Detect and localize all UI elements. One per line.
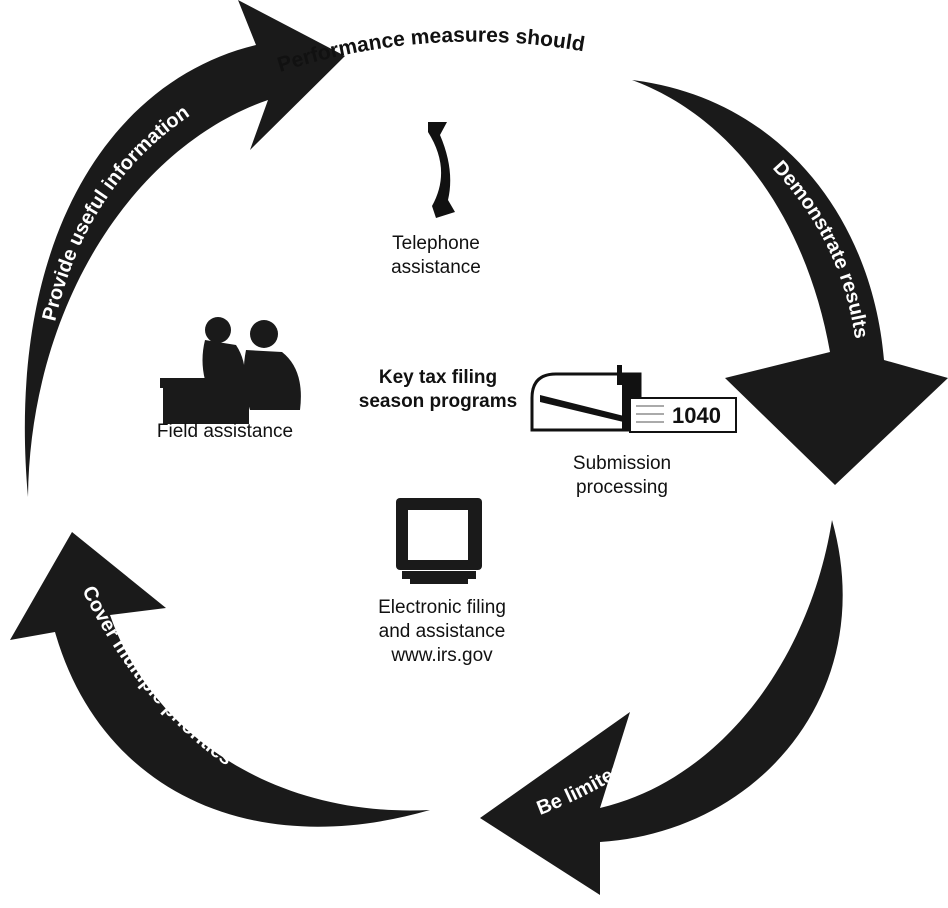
field-assistance-people-icon (160, 317, 301, 424)
arrow-demonstrate-results (632, 80, 948, 485)
label-submission-processing: Submission processing (572, 453, 672, 498)
telephone-icon (428, 122, 455, 218)
form-number: 1040 (672, 403, 721, 428)
label-electronic-filing: Electronic filing and assistance www.irs… (378, 597, 506, 666)
label-center-line1: Key tax filing (378, 367, 498, 388)
label-center-line2: season programs (358, 391, 518, 412)
arrow-multiple-priorities (10, 532, 430, 827)
arrow-vital-few (480, 520, 843, 895)
label-telephone-assistance: Telephone assistance (391, 233, 481, 278)
arrow-useful-information (24, 0, 345, 497)
mailbox-icon (530, 365, 642, 432)
computer-monitor-icon (396, 498, 482, 584)
label-field-assistance: Field assistance (156, 421, 294, 442)
form-1040-icon: 1040 (629, 397, 737, 433)
